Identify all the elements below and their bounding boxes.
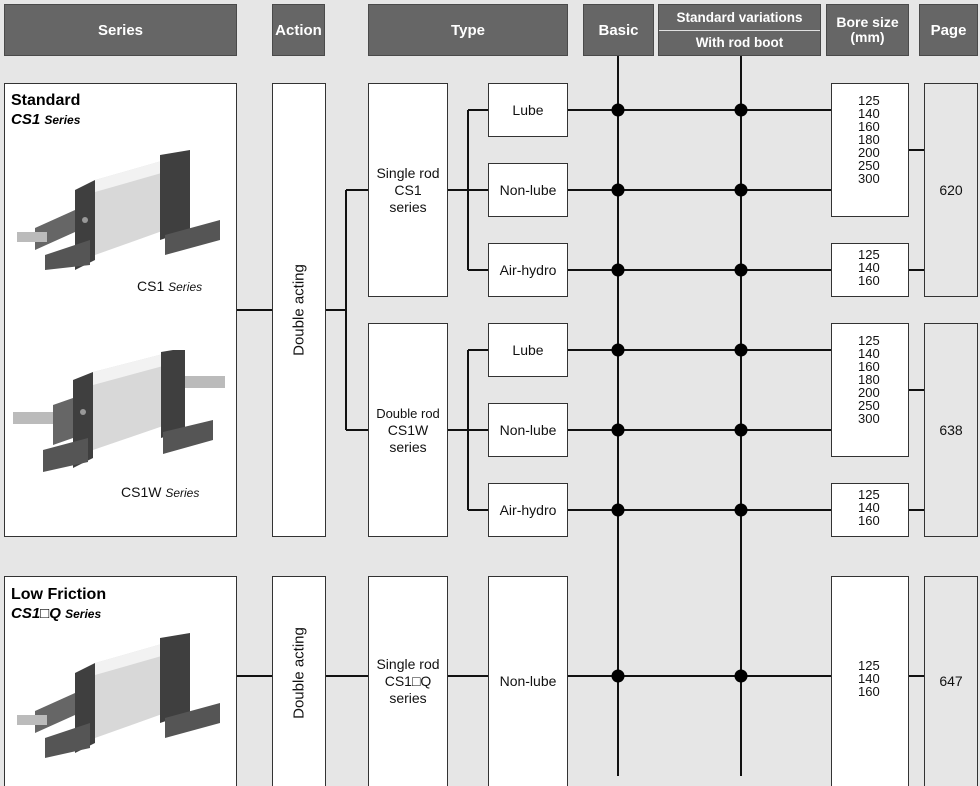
series-low-friction-panel: Low Friction CS1□Q Series [4,576,237,786]
type-lf-single-rod-line3: series [389,690,427,706]
series-standard-code: CS1 [11,111,41,128]
type-nonlube-1: Non-lube [488,163,568,217]
bore-value: 200 [858,385,880,400]
header-series: Series [4,4,237,56]
cylinder-cs1w-caption: CS1W Series [121,484,199,500]
action-low-friction-box: Double acting [272,576,326,786]
header-action: Action [272,4,325,56]
series-standard-title: Standard [11,92,81,109]
series-standard-panel: Standard CS1 Series CS1 Series CS1W Seri… [4,83,237,537]
bore-value: 140 [858,346,880,361]
header-with-rod-boot: With rod boot [695,35,784,50]
bore-value: 125 [858,333,880,348]
type-nonlube-2: Non-lube [488,403,568,457]
header-bore-size-label: Bore size [836,14,899,30]
bore-value: 160 [858,359,880,374]
cylinder-cs1w-image [13,350,225,472]
cylinder-cs1w-caption-suffix: Series [165,486,200,500]
bore-list-low-friction: 125 140 160 [831,576,909,786]
type-double-rod-line1: Double rod [376,405,440,421]
cylinder-cs1w-caption-code: CS1W [121,484,162,500]
type-single-rod-line1: Single rod [376,164,440,181]
bore-value: 140 [858,106,880,121]
bore-value: 300 [858,171,880,186]
type-single-rod-line3: series [389,198,427,215]
bore-value: 140 [858,671,880,686]
type-lf-single-rod-line1: Single rod [376,656,440,672]
bore-list-double-airhydro: 125 140 160 [831,483,909,537]
bore-value: 160 [858,119,880,134]
cylinder-cs1-caption-suffix: Series [168,280,203,294]
bore-value: 200 [858,145,880,160]
bore-value: 125 [858,658,880,673]
header-bore-size: Bore size (mm) [826,4,909,56]
header-std-variations-label: Standard variations [659,5,820,31]
bore-value: 125 [858,487,880,502]
series-standard-subtitle: CS1 Series [11,111,80,128]
header-type: Type [368,4,568,56]
type-lf-single-rod-line2: CS1□Q [384,673,432,689]
cylinder-cs1q-image [17,633,220,758]
type-lf-nonlube: Non-lube [488,576,568,786]
type-lube-1: Lube [488,83,568,137]
header-basic: Basic [583,4,654,56]
bore-value: 160 [858,684,880,699]
type-airhydro-2: Air-hydro [488,483,568,537]
bore-value: 250 [858,398,880,413]
page-ref-620[interactable]: 620 [924,83,978,297]
bore-list-single-airhydro: 125 140 160 [831,243,909,297]
bore-value: 125 [858,247,880,262]
type-low-friction-single-rod-box: Single rod CS1□Q series [368,576,448,786]
series-standard-suffix: Series [44,113,81,127]
page-ref-647[interactable]: 647 [924,576,978,786]
bore-value: 125 [858,93,880,108]
bore-value: 180 [858,132,880,147]
page-ref-638[interactable]: 638 [924,323,978,537]
series-low-friction-code: CS1□Q [11,605,61,622]
type-single-rod-line2: CS1 [394,181,422,198]
bore-value: 160 [858,273,880,288]
bore-value: 250 [858,158,880,173]
cylinder-cs1-caption: CS1 Series [137,278,202,294]
series-low-friction-suffix: Series [65,607,102,621]
series-low-friction-subtitle: CS1□Q Series [11,605,101,622]
action-standard-box: Double acting [272,83,326,537]
bore-value: 300 [858,411,880,426]
cylinder-cs1-image [17,150,220,270]
cylinder-cs1-caption-code: CS1 [137,278,165,294]
header-page: Page [919,4,978,56]
type-double-rod-line3: series [389,438,427,455]
bore-value: 180 [858,372,880,387]
type-double-rod-box: Double rod CS1W series [368,323,448,537]
bore-value: 140 [858,500,880,515]
series-low-friction-title: Low Friction [11,586,107,603]
type-lube-2: Lube [488,323,568,377]
header-standard-variations: Standard variations With rod boot [658,4,821,56]
bore-value: 140 [858,260,880,275]
bore-value: 160 [858,513,880,528]
type-single-rod-box: Single rod CS1 series [368,83,448,297]
bore-list-single: 125 140 160 180 200 250 300 [831,83,909,217]
action-standard-label: Double acting [290,264,308,356]
header-bore-size-unit: (mm) [850,29,885,45]
action-low-friction-label: Double acting [290,627,308,719]
type-airhydro-1: Air-hydro [488,243,568,297]
type-double-rod-line2: CS1W [387,421,429,438]
bore-list-double: 125 140 160 180 200 250 300 [831,323,909,457]
